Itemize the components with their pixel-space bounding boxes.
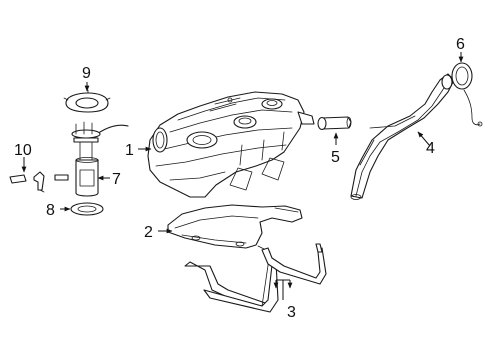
fuel-cap xyxy=(451,62,483,127)
callout-10: 10 xyxy=(14,142,32,159)
fuel-tank-shield xyxy=(167,204,303,249)
callout-5: 5 xyxy=(331,149,340,166)
callout-6: 6 xyxy=(456,36,465,53)
callout-9: 9 xyxy=(82,65,91,82)
fuel-pump-module xyxy=(71,121,129,197)
fuel-tank xyxy=(147,91,315,198)
callout-8: 8 xyxy=(46,202,55,219)
fuel-hose xyxy=(317,116,352,131)
leader-lines xyxy=(21,52,464,300)
callout-3: 3 xyxy=(287,304,296,321)
callout-4: 4 xyxy=(426,140,435,157)
callout-2: 2 xyxy=(144,224,153,241)
callout-labels: 1 2 3 4 5 6 7 8 9 10 xyxy=(14,36,465,321)
fuel-filler-pipe xyxy=(350,73,455,200)
fuel-tank-straps xyxy=(184,243,327,313)
fuel-level-sensor xyxy=(9,171,69,193)
callout-1: 1 xyxy=(125,142,134,159)
callout-7: 7 xyxy=(112,171,121,188)
lock-ring xyxy=(63,89,111,113)
pump-seal xyxy=(70,202,104,216)
